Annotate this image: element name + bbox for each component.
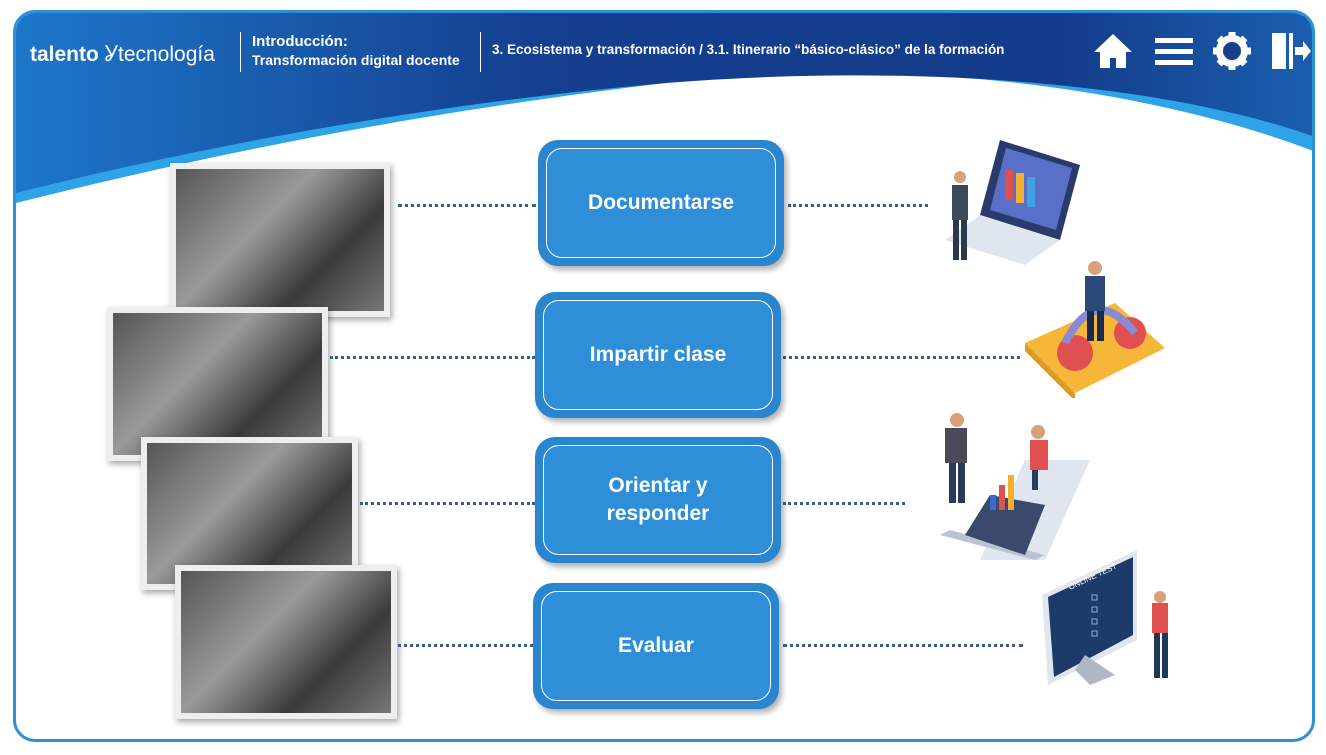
connector — [788, 204, 928, 207]
header-background — [16, 13, 1312, 203]
connector — [330, 356, 535, 359]
connector — [398, 204, 536, 207]
logo: talento Ỿtecnología — [30, 41, 215, 66]
course-title: Introducción:Transformación digital doce… — [252, 33, 460, 68]
online-test-illustration: ONLINE TEST — [1042, 550, 1168, 685]
menu-icon[interactable] — [1153, 30, 1195, 72]
divider — [240, 32, 241, 72]
connector — [398, 644, 533, 647]
step-evaluar-button[interactable]: Evaluar — [533, 583, 779, 709]
laptop-chart-illustration — [940, 413, 1090, 560]
home-icon[interactable] — [1092, 30, 1134, 72]
gear-icon[interactable] — [1211, 30, 1253, 72]
step-label: Evaluar — [541, 591, 771, 701]
photo-teacher-blackboard — [141, 437, 358, 590]
connector — [783, 644, 1023, 647]
divider — [480, 32, 481, 72]
exit-icon[interactable] — [1270, 30, 1312, 72]
laptop-research-illustration — [945, 140, 1080, 265]
connector — [783, 502, 905, 505]
photo-exam-classroom — [175, 565, 397, 719]
step-label: Documentarse — [546, 148, 776, 258]
step-label: Impartir clase — [543, 300, 773, 410]
breadcrumb: 3. Ecosistema y transformación / 3.1. It… — [492, 42, 1005, 57]
photo-teacher-library — [170, 163, 390, 317]
step-documentarse-button[interactable]: Documentarse — [538, 140, 784, 266]
step-impartir-clase-button[interactable]: Impartir clase — [535, 292, 781, 418]
step-orientar-button[interactable]: Orientar y responder — [535, 437, 781, 563]
connector — [783, 356, 1020, 359]
headphones-book-illustration — [1025, 261, 1165, 398]
connector — [360, 502, 535, 505]
step-label: Orientar y responder — [543, 445, 773, 555]
